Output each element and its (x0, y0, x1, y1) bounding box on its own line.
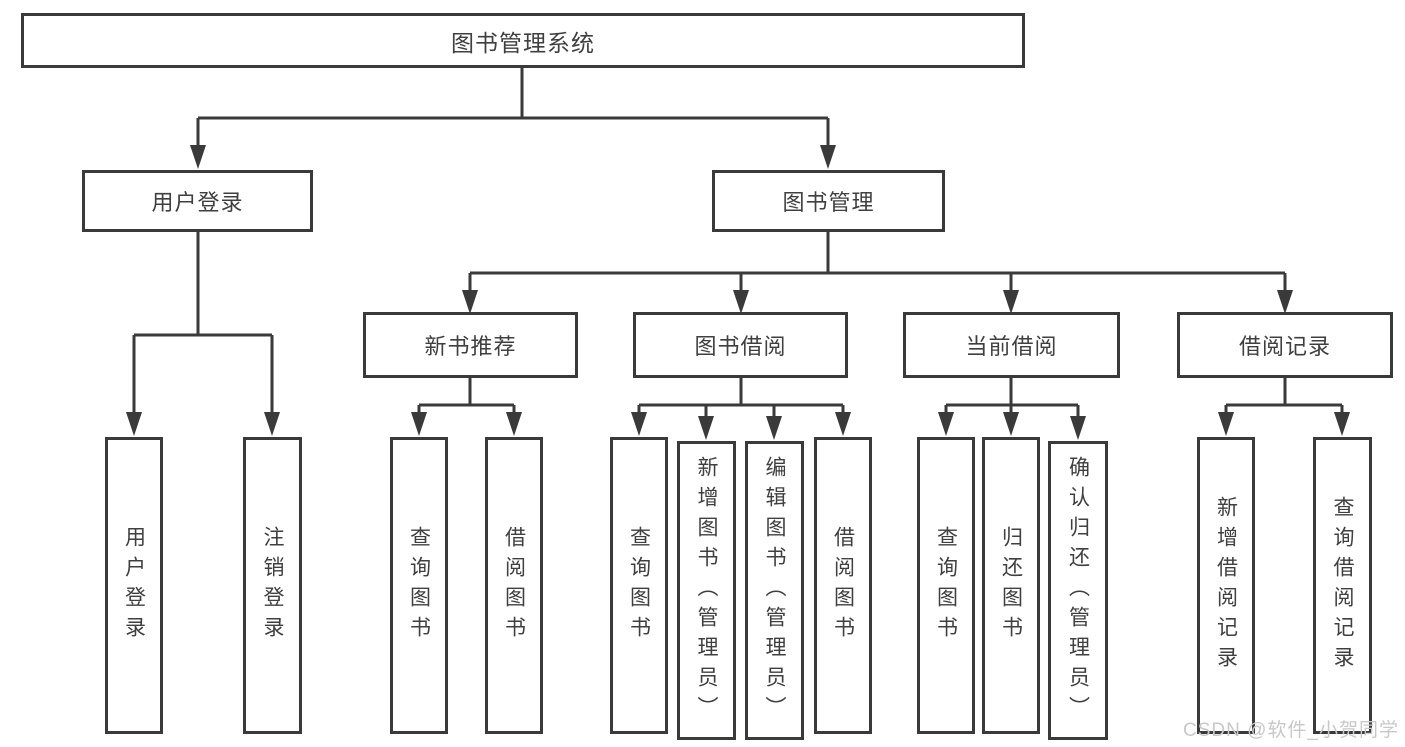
leaf-newbook-query-books: 查询图书 (390, 437, 448, 734)
node-label: 用户登录 (122, 525, 146, 646)
leaf-records-add-record: 新增借阅记录 (1197, 437, 1255, 734)
node-label: 查询借阅记录 (1331, 495, 1354, 676)
node-label: 新增借阅记录 (1214, 495, 1238, 676)
watermark-text: CSDN @软件_小贺同学 (1183, 720, 1399, 741)
node-label: 新书推荐 (424, 334, 517, 359)
node-label: 确认归还（管理员） (1066, 455, 1090, 726)
leaf-user-login: 用户登录 (105, 437, 163, 734)
node-book-borrowing: 图书借阅 (633, 312, 848, 378)
node-label: 编辑图书（管理员） (763, 455, 786, 726)
node-new-book-recommendation: 新书推荐 (363, 312, 578, 378)
node-label: 图书管理系统 (451, 29, 595, 56)
leaf-records-query-record: 查询借阅记录 (1313, 437, 1372, 734)
node-book-management: 图书管理 (712, 170, 945, 232)
node-borrowing-records: 借阅记录 (1177, 312, 1393, 378)
node-user-login: 用户登录 (82, 170, 313, 232)
node-label: 图书借阅 (694, 334, 787, 359)
leaf-current-confirm-return-admin: 确认归还（管理员） (1048, 441, 1108, 740)
leaf-borrow-query-books: 查询图书 (610, 437, 668, 734)
node-label: 新增图书（管理员） (695, 455, 718, 726)
leaf-logout: 注销登录 (243, 437, 302, 734)
node-label: 归还图书 (999, 525, 1023, 646)
leaf-current-query-books: 查询图书 (917, 437, 975, 734)
node-library-system: 图书管理系统 (21, 13, 1025, 68)
leaf-newbook-borrow-books: 借阅图书 (485, 437, 543, 734)
leaf-current-return-books: 归还图书 (982, 437, 1040, 734)
node-label: 查询图书 (627, 525, 651, 646)
node-label: 借阅记录 (1238, 334, 1331, 359)
leaf-borrow-edit-books-admin: 编辑图书（管理员） (745, 441, 804, 740)
node-label: 查询图书 (934, 525, 958, 646)
node-label: 图书管理 (782, 190, 875, 215)
node-label: 借阅图书 (831, 525, 855, 646)
node-label: 注销登录 (261, 525, 284, 646)
node-label: 借阅图书 (502, 525, 526, 646)
node-label: 查询图书 (407, 525, 431, 646)
node-label: 当前借阅 (965, 334, 1058, 359)
node-label: 用户登录 (151, 190, 244, 215)
node-current-borrowing: 当前借阅 (903, 312, 1120, 378)
leaf-borrow-borrow-books: 借阅图书 (814, 437, 872, 734)
leaf-borrow-add-books-admin: 新增图书（管理员） (677, 441, 736, 740)
